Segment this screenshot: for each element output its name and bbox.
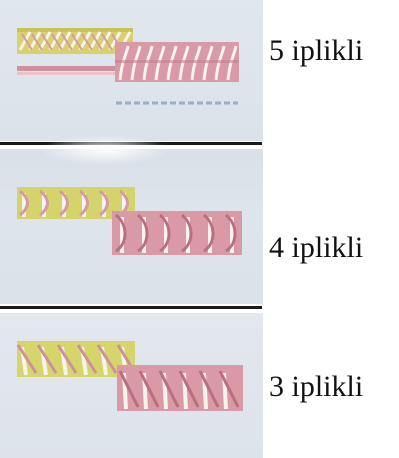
- stitch-illustration-panel: [0, 0, 263, 141]
- overlock-5-thread-row: 5 iplikli: [0, 0, 399, 141]
- three-thread-label: 3 iplikli: [269, 370, 364, 403]
- five-thread-stitch-image: [17, 28, 239, 105]
- stitch-illustration-panel: [0, 135, 263, 304]
- five-thread-label: 5 iplikli: [269, 34, 364, 67]
- stitch-illustration-panel: [0, 313, 263, 458]
- yellow-stitch-band: [17, 28, 133, 75]
- four-thread-stitch-image: [17, 187, 242, 255]
- pink-stitch-band: [115, 42, 239, 82]
- pink-stitch-band: [112, 211, 242, 255]
- yellow-stitch-band: [16, 341, 136, 377]
- overlock-4-thread-row: 4 iplikli: [0, 135, 399, 304]
- highlight-glow: [40, 135, 170, 165]
- overlock-3-thread-row: 3 iplikli: [0, 313, 399, 458]
- three-thread-stitch-image: [16, 341, 243, 411]
- row-divider: [0, 306, 262, 309]
- yellow-stitch-band: [17, 187, 135, 219]
- pink-stitch-band: [117, 365, 243, 411]
- four-thread-label: 4 iplikli: [269, 231, 364, 264]
